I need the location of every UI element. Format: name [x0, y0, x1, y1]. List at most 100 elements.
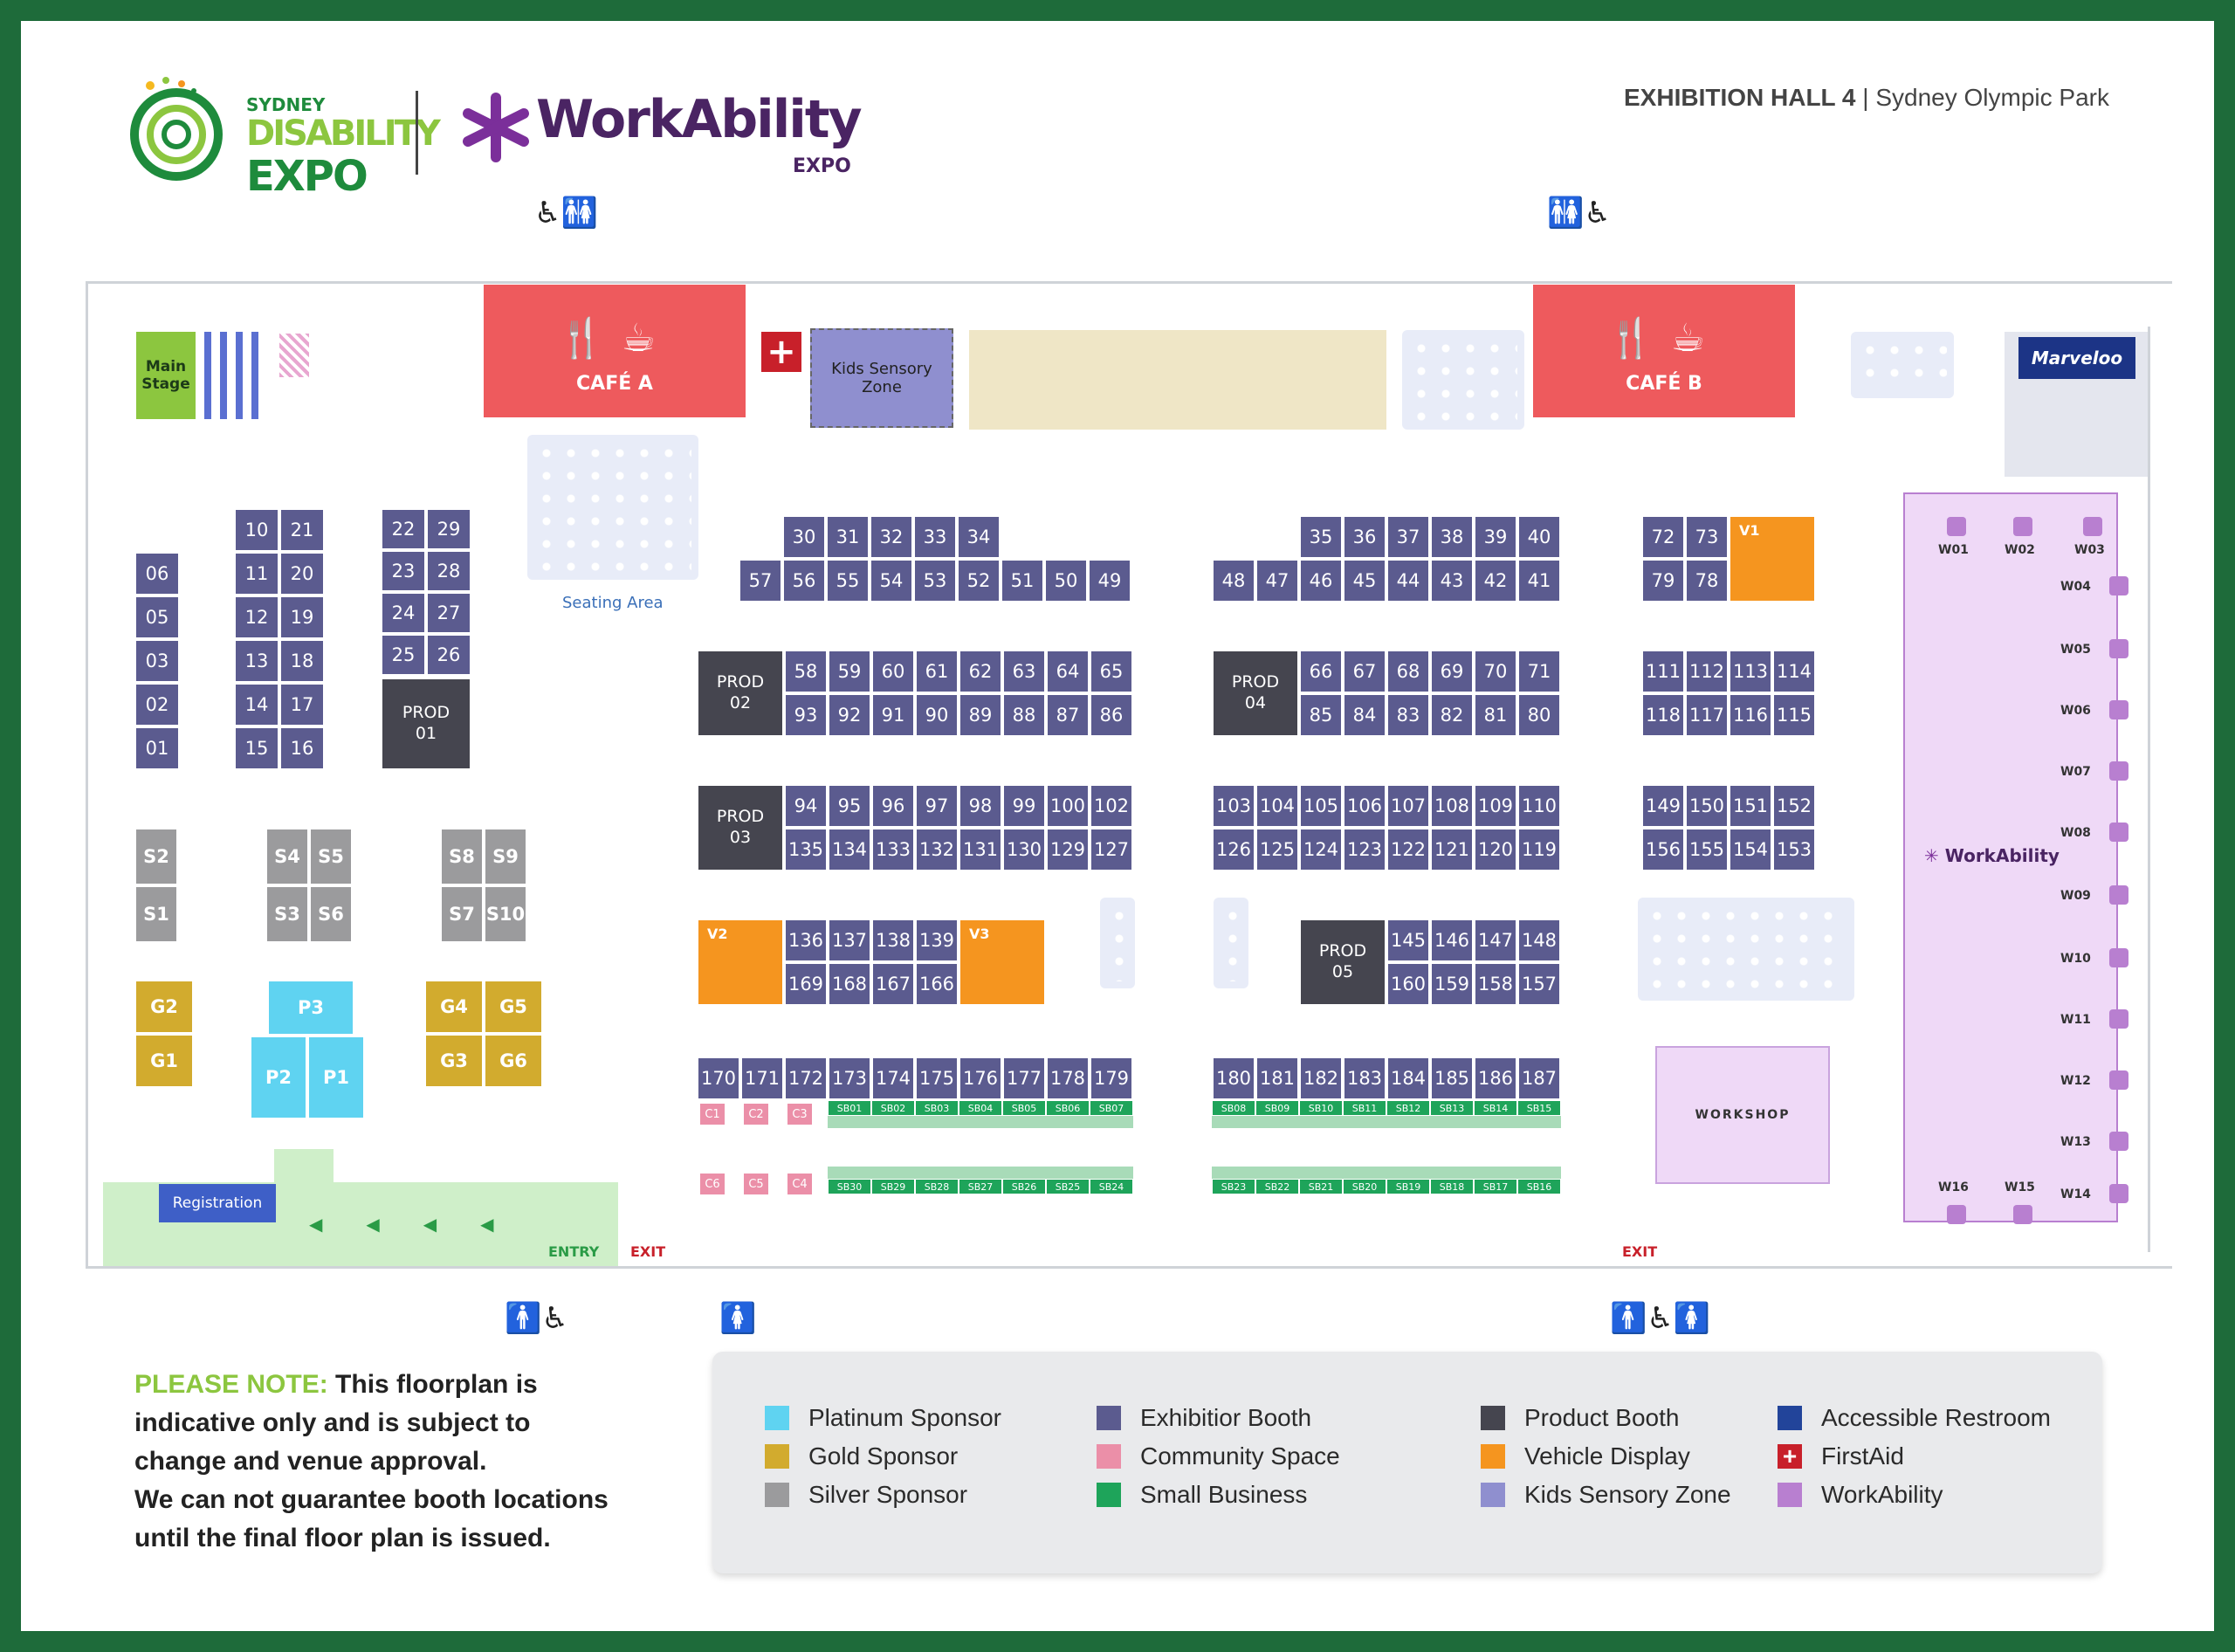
booth-109[interactable]: 109	[1474, 784, 1517, 828]
booth-147[interactable]: 147	[1474, 919, 1517, 962]
booth-118[interactable]: 118	[1641, 693, 1685, 737]
booth-131[interactable]: 131	[959, 828, 1002, 871]
booth-123[interactable]: 123	[1343, 828, 1386, 871]
booth-81[interactable]: 81	[1474, 693, 1517, 737]
workability-station-w02[interactable]: W02	[2005, 543, 2035, 557]
booth-71[interactable]: 71	[1517, 650, 1561, 693]
booth-179[interactable]: 179	[1090, 1057, 1133, 1100]
booth-45[interactable]: 45	[1343, 559, 1386, 602]
booth-159[interactable]: 159	[1430, 962, 1474, 1006]
booth-136[interactable]: 136	[784, 919, 828, 962]
workability-station-w15[interactable]: W15	[2005, 1180, 2035, 1194]
booth-184[interactable]: 184	[1386, 1057, 1430, 1100]
booth-135[interactable]: 135	[784, 828, 828, 871]
booth-152[interactable]: 152	[1772, 784, 1816, 828]
community-c3[interactable]: C3	[786, 1102, 814, 1126]
booth-183[interactable]: 183	[1343, 1057, 1386, 1100]
booth-166[interactable]: 166	[915, 962, 959, 1006]
silver-s7[interactable]: S7	[440, 885, 484, 943]
workability-station-w10[interactable]: W10	[2060, 952, 2091, 966]
workability-station-w08[interactable]: W08	[2060, 826, 2091, 840]
booth-148[interactable]: 148	[1517, 919, 1561, 962]
booth-114[interactable]: 114	[1772, 650, 1816, 693]
booth-85[interactable]: 85	[1299, 693, 1343, 737]
booth-87[interactable]: 87	[1046, 693, 1090, 737]
booth-175[interactable]: 175	[915, 1057, 959, 1100]
booth-38[interactable]: 38	[1430, 515, 1474, 559]
booth-106[interactable]: 106	[1343, 784, 1386, 828]
booth-132[interactable]: 132	[915, 828, 959, 871]
booth-sb07[interactable]: SB07	[1090, 1100, 1133, 1116]
booth-sb29[interactable]: SB29	[871, 1179, 915, 1194]
booth-100[interactable]: 100	[1046, 784, 1090, 828]
booth-110[interactable]: 110	[1517, 784, 1561, 828]
booth-58[interactable]: 58	[784, 650, 828, 693]
silver-s9[interactable]: S9	[484, 828, 527, 885]
community-c1[interactable]: C1	[698, 1102, 726, 1126]
booth-119[interactable]: 119	[1517, 828, 1561, 871]
booth-41[interactable]: 41	[1517, 559, 1561, 602]
booth-47[interactable]: 47	[1255, 559, 1299, 602]
booth-48[interactable]: 48	[1212, 559, 1255, 602]
booth-73[interactable]: 73	[1685, 515, 1729, 559]
booth-23[interactable]: 23	[381, 550, 426, 592]
booth-174[interactable]: 174	[871, 1057, 915, 1100]
booth-127[interactable]: 127	[1090, 828, 1133, 871]
booth-172[interactable]: 172	[784, 1057, 828, 1100]
workability-station-w13[interactable]: W13	[2060, 1135, 2091, 1149]
booth-44[interactable]: 44	[1386, 559, 1430, 602]
booth-sb23[interactable]: SB23	[1212, 1179, 1255, 1194]
booth-21[interactable]: 21	[279, 508, 325, 552]
booth-17[interactable]: 17	[279, 683, 325, 726]
booth-157[interactable]: 157	[1517, 962, 1561, 1006]
booth-173[interactable]: 173	[828, 1057, 871, 1100]
booth-sb09[interactable]: SB09	[1255, 1100, 1299, 1116]
booth-181[interactable]: 181	[1255, 1057, 1299, 1100]
booth-sb24[interactable]: SB24	[1090, 1179, 1133, 1194]
booth-03[interactable]: 03	[134, 639, 180, 683]
booth-180[interactable]: 180	[1212, 1057, 1255, 1100]
booth-171[interactable]: 171	[740, 1057, 784, 1100]
booth-56[interactable]: 56	[782, 559, 826, 602]
booth-sb01[interactable]: SB01	[828, 1100, 871, 1116]
silver-s4[interactable]: S4	[265, 828, 309, 885]
booth-25[interactable]: 25	[381, 634, 426, 676]
booth-sb18[interactable]: SB18	[1430, 1179, 1474, 1194]
booth-129[interactable]: 129	[1046, 828, 1090, 871]
registration-desk[interactable]: Registration	[159, 1184, 276, 1222]
booth-24[interactable]: 24	[381, 592, 426, 634]
booth-94[interactable]: 94	[784, 784, 828, 828]
booth-146[interactable]: 146	[1430, 919, 1474, 962]
booth-125[interactable]: 125	[1255, 828, 1299, 871]
booth-sb26[interactable]: SB26	[1002, 1179, 1046, 1194]
workability-station-w05[interactable]: W05	[2060, 643, 2091, 657]
booth-01[interactable]: 01	[134, 726, 180, 770]
booth-60[interactable]: 60	[871, 650, 915, 693]
booth-sb10[interactable]: SB10	[1299, 1100, 1343, 1116]
booth-sb05[interactable]: SB05	[1002, 1100, 1046, 1116]
silver-s1[interactable]: S1	[134, 885, 178, 943]
booth-52[interactable]: 52	[957, 559, 1001, 602]
booth-05[interactable]: 05	[134, 595, 180, 639]
booth-138[interactable]: 138	[871, 919, 915, 962]
silver-s8[interactable]: S8	[440, 828, 484, 885]
booth-130[interactable]: 130	[1002, 828, 1046, 871]
workability-station-w07[interactable]: W07	[2060, 765, 2091, 779]
booth-80[interactable]: 80	[1517, 693, 1561, 737]
booth-97[interactable]: 97	[915, 784, 959, 828]
booth-69[interactable]: 69	[1430, 650, 1474, 693]
booth-sb21[interactable]: SB21	[1299, 1179, 1343, 1194]
booth-40[interactable]: 40	[1517, 515, 1561, 559]
gold-g3[interactable]: G3	[424, 1034, 484, 1088]
workability-zone[interactable]	[1903, 492, 2118, 1222]
booth-187[interactable]: 187	[1517, 1057, 1561, 1100]
booth-149[interactable]: 149	[1641, 784, 1685, 828]
booth-43[interactable]: 43	[1430, 559, 1474, 602]
booth-sb28[interactable]: SB28	[915, 1179, 959, 1194]
booth-28[interactable]: 28	[426, 550, 471, 592]
booth-182[interactable]: 182	[1299, 1057, 1343, 1100]
booth-37[interactable]: 37	[1386, 515, 1430, 559]
booth-sb03[interactable]: SB03	[915, 1100, 959, 1116]
booth-53[interactable]: 53	[913, 559, 957, 602]
